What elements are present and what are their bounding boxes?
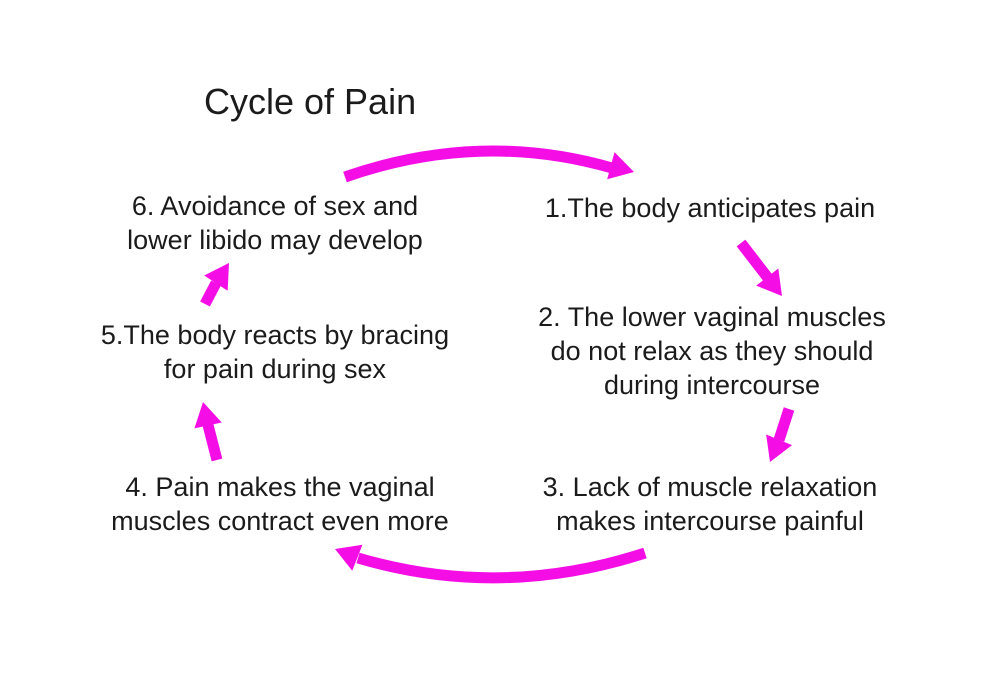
arrow-1-to-2-shaft bbox=[736, 239, 773, 282]
step-3-line-1: 3. Lack of muscle relaxation bbox=[542, 472, 878, 502]
step-2-line-2: do not relax as they should bbox=[550, 336, 874, 366]
arrow-5-to-6-shaft bbox=[200, 280, 221, 307]
step-6-avoidance-of-sex: 6. Avoidance of sex and lower libido may… bbox=[70, 189, 480, 257]
step-6-line-2: lower libido may develop bbox=[127, 225, 423, 255]
step-1-body-anticipates-pain: 1.The body anticipates pain bbox=[500, 191, 920, 225]
arrow-6-to-1 bbox=[343, 145, 634, 183]
step-1-line-1: 1.The body anticipates pain bbox=[544, 193, 876, 223]
step-4-line-1: 4. Pain makes the vaginal bbox=[125, 472, 435, 502]
arrow-3-to-4 bbox=[335, 544, 647, 584]
arrow-3-to-4-head bbox=[335, 544, 363, 571]
arrow-5-to-6-head bbox=[204, 263, 229, 291]
arrow-4-to-5 bbox=[194, 402, 223, 462]
arrow-2-to-3-shaft bbox=[773, 407, 795, 442]
arrow-6-to-1-shaft bbox=[343, 145, 614, 183]
arrow-5-to-6 bbox=[200, 263, 229, 307]
arrow-2-to-3 bbox=[766, 407, 795, 462]
step-3-line-2: makes intercourse painful bbox=[556, 506, 864, 536]
step-2-muscles-do-not-relax: 2. The lower vaginal muscles do not rela… bbox=[492, 300, 932, 402]
step-6-line-1: 6. Avoidance of sex and bbox=[131, 191, 419, 221]
step-5-body-braces: 5.The body reacts by bracing for pain du… bbox=[60, 318, 490, 386]
step-4-line-2: muscles contract even more bbox=[111, 506, 449, 536]
step-5-line-2: for pain during sex bbox=[163, 354, 387, 384]
step-2-line-3: during intercourse bbox=[603, 370, 821, 400]
arrow-6-to-1-head bbox=[607, 152, 634, 180]
arrow-2-to-3-head bbox=[766, 434, 793, 462]
step-4-muscles-contract: 4. Pain makes the vaginal muscles contra… bbox=[70, 470, 490, 538]
arrow-1-to-2-head bbox=[756, 268, 782, 296]
diagram-title: Cycle of Pain bbox=[204, 81, 417, 122]
arrow-3-to-4-shaft bbox=[356, 547, 647, 584]
arrow-4-to-5-head bbox=[194, 402, 222, 429]
step-2-line-1: 2. The lower vaginal muscles bbox=[538, 302, 886, 332]
step-3-intercourse-painful: 3. Lack of muscle relaxation makes inter… bbox=[500, 470, 920, 538]
step-5-line-1: 5.The body reacts by bracing bbox=[100, 320, 450, 350]
arrow-1-to-2 bbox=[736, 239, 782, 296]
arrow-4-to-5-shaft bbox=[202, 423, 223, 462]
